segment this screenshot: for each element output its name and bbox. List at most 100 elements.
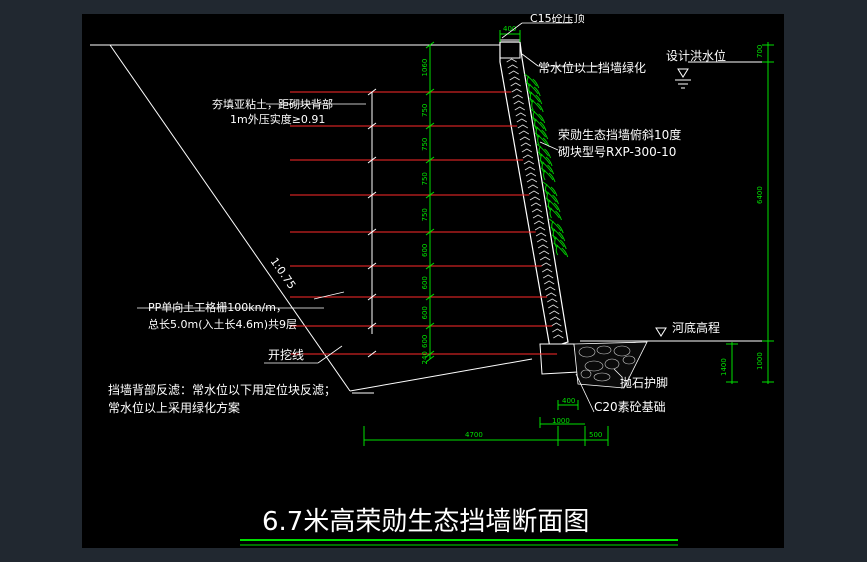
- reference-tick: [367, 228, 377, 236]
- label-excavation: 开挖线: [268, 347, 304, 362]
- hatch-chevron: [548, 304, 559, 309]
- dim-layer-spacing: 750: [421, 172, 429, 185]
- dim-layer-spacing: 600: [421, 306, 429, 319]
- excavation-bottom-line: [349, 358, 533, 392]
- dim-found-base: 1000: [552, 417, 570, 425]
- leader-lines: [137, 22, 623, 413]
- label-toe: 抛石护脚: [620, 375, 668, 390]
- dim-toe-height: 1400: [720, 358, 728, 376]
- hatch-chevron: [506, 58, 517, 63]
- foundation-block: [539, 343, 579, 375]
- label-flood-level: 设计洪水位: [666, 48, 726, 63]
- reference-tick: [367, 350, 377, 358]
- riprap-stone: [593, 372, 611, 382]
- label-riverbed: 河底高程: [672, 320, 720, 335]
- plant-stroke: [536, 143, 552, 159]
- reference-tick: [367, 88, 377, 96]
- excavation-slope-line: [109, 44, 351, 392]
- hatch-chevron: [538, 250, 550, 255]
- dim-tick: [425, 355, 435, 363]
- hatch-chevron: [512, 94, 523, 99]
- label-backfill-1: 夯填亚粘土，距砌块背部: [212, 97, 333, 111]
- drawing-title: 6.7米高荣勋生态挡墙断面图: [262, 507, 589, 537]
- retaining-wall: [499, 39, 648, 389]
- riprap-stone: [596, 345, 612, 355]
- plant-stroke: [528, 97, 544, 113]
- soil-outline: [90, 44, 772, 394]
- dim-tick: [425, 228, 435, 236]
- geogrid-layers: [290, 91, 558, 355]
- label-wall-2: 砌块型号RXP-300-10: [558, 145, 676, 159]
- hatch-chevron: [533, 220, 545, 225]
- hatch-chevron: [507, 64, 518, 69]
- annotation-texts: C15砼压顶 常水位以上挡墙绿化 设计洪水位 夯填亚粘土，距砌块背部 1m外压实…: [108, 14, 726, 415]
- hatch-chevron: [552, 328, 563, 333]
- label-backfill-2: 1m外压实度≥0.91: [230, 112, 325, 126]
- plant-stroke: [548, 218, 564, 234]
- dim-tick: [425, 293, 435, 301]
- riprap-stone: [584, 360, 604, 372]
- label-greening: 常水位以上挡墙绿化: [538, 60, 646, 75]
- hatch-chevron: [510, 82, 521, 87]
- dim-toe-width: 500: [589, 431, 602, 439]
- reference-tick: [367, 322, 377, 330]
- hatch-chevron: [537, 244, 549, 249]
- hatch-chevron: [528, 190, 540, 195]
- dim-total-width: 4700: [465, 431, 483, 439]
- dim-layer-spacing: 240: [421, 351, 429, 364]
- reference-tick: [367, 191, 377, 199]
- dim-tick: [425, 262, 435, 270]
- hatch-chevron: [508, 70, 519, 75]
- hatch-chevron: [521, 148, 533, 153]
- dim-layer-spacing: 750: [421, 208, 429, 221]
- reference-tick: [367, 293, 377, 301]
- dim-layer-spacing: 600: [421, 335, 429, 348]
- riprap-stone: [578, 346, 596, 358]
- hatch-chevron: [519, 136, 531, 141]
- reference-tick: [367, 156, 377, 164]
- plant-stroke: [525, 81, 541, 97]
- hatch-chevron: [527, 184, 539, 189]
- hatch-chevron: [551, 322, 562, 327]
- plant-stroke: [542, 181, 558, 197]
- hatch-chevron: [517, 124, 529, 129]
- dim-tick: [425, 41, 435, 49]
- plant-stroke: [537, 151, 553, 167]
- reference-tick: [367, 122, 377, 130]
- hatch-chevron: [540, 262, 552, 267]
- wall-hatch: [506, 58, 564, 339]
- dim-layer-spacing: 600: [421, 244, 429, 257]
- cap-block: [499, 39, 521, 59]
- hatch-chevron: [522, 154, 534, 159]
- riprap-stones: [578, 345, 636, 382]
- dim-right-top: 700: [756, 45, 764, 58]
- hatch-chevron: [529, 196, 541, 201]
- hatch-chevron: [547, 298, 558, 303]
- hatch-chevron: [524, 166, 536, 171]
- plant-stroke: [545, 197, 561, 213]
- plant-stroke: [533, 124, 549, 140]
- bottom-dimensions: [363, 400, 609, 446]
- hatch-chevron: [531, 208, 543, 213]
- plant-stroke: [539, 159, 555, 175]
- dim-right-height: 6400: [756, 186, 764, 204]
- dim-found-width: 400: [562, 397, 575, 405]
- hatch-chevron: [541, 268, 553, 273]
- plant-stroke: [547, 205, 562, 221]
- dim-tick: [425, 88, 435, 96]
- reference-ticks: [367, 88, 377, 358]
- riprap-stone: [622, 355, 636, 365]
- label-filter-2: 常水位以上采用绿化方案: [108, 400, 240, 415]
- hatch-chevron: [546, 292, 557, 297]
- dim-layer-spacing: 600: [421, 276, 429, 289]
- dim-layer-spacing: 1060: [421, 59, 429, 77]
- dim-cap-width: 400: [503, 25, 516, 33]
- cap-dimension: [499, 30, 521, 42]
- hatch-chevron: [530, 202, 542, 207]
- hatch-chevron: [536, 238, 548, 243]
- label-cap: C15砼压顶: [530, 14, 585, 25]
- label-slope: 1:0.75: [268, 255, 299, 291]
- dim-layer-spacing: 750: [421, 138, 429, 151]
